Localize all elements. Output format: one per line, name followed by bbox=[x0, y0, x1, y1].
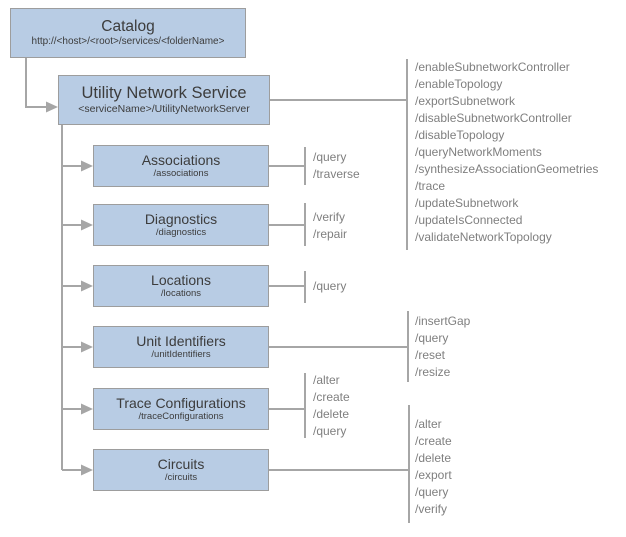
node-locations-title: Locations bbox=[151, 272, 211, 289]
arrowhead-circuits bbox=[81, 464, 93, 476]
op-item: /queryNetworkMoments bbox=[415, 145, 542, 159]
ops-list-unit-identifiers: /insertGap /query /reset /resize bbox=[415, 313, 470, 381]
op-item: /export bbox=[415, 468, 452, 482]
op-item: /updateSubnetwork bbox=[415, 196, 519, 210]
op-item: /enableTopology bbox=[415, 77, 503, 91]
op-item: /reset bbox=[415, 348, 446, 362]
op-item: /query bbox=[415, 331, 449, 345]
ops-list-locations: /query bbox=[313, 278, 346, 295]
node-catalog: Catalog http://<host>/<root>/services/<f… bbox=[10, 8, 246, 58]
op-item: /query bbox=[313, 150, 347, 164]
arrowhead-unit-identifiers bbox=[81, 341, 93, 353]
node-diagnostics-subtitle: /diagnostics bbox=[155, 227, 207, 239]
op-item: /verify bbox=[415, 502, 448, 516]
node-circuits: Circuits /circuits bbox=[93, 449, 269, 491]
op-item: /query bbox=[415, 485, 449, 499]
node-associations: Associations /associations bbox=[93, 145, 269, 187]
node-utility-network-service-title: Utility Network Service bbox=[81, 83, 247, 102]
node-unit-identifiers-title: Unit Identifiers bbox=[136, 333, 226, 350]
op-item: /disableSubnetworkController bbox=[415, 111, 572, 125]
node-associations-subtitle: /associations bbox=[153, 168, 209, 180]
node-unit-identifiers: Unit Identifiers /unitIdentifiers bbox=[93, 326, 269, 368]
arrowhead-diagnostics bbox=[81, 219, 93, 231]
op-item: /delete bbox=[313, 407, 350, 421]
connector-catalog-to-service bbox=[25, 58, 47, 108]
op-item: /disableTopology bbox=[415, 128, 505, 142]
node-circuits-subtitle: /circuits bbox=[164, 472, 198, 484]
arrowhead-associations bbox=[81, 160, 93, 172]
op-item: /enableSubnetworkController bbox=[415, 60, 570, 74]
node-unit-identifiers-subtitle: /unitIdentifiers bbox=[151, 349, 211, 361]
node-locations-subtitle: /locations bbox=[160, 288, 202, 300]
node-trace-configurations-title: Trace Configurations bbox=[116, 395, 246, 412]
op-item: /create bbox=[415, 434, 452, 448]
op-item: /alter bbox=[415, 417, 442, 431]
node-utility-network-service: Utility Network Service <serviceName>/Ut… bbox=[58, 75, 270, 125]
op-item: /create bbox=[313, 390, 350, 404]
op-item: /trace bbox=[415, 179, 446, 193]
op-item: /repair bbox=[313, 227, 348, 241]
op-item: /exportSubnetwork bbox=[415, 94, 516, 108]
op-item: /updateIsConnected bbox=[415, 213, 523, 227]
node-trace-configurations-subtitle: /traceConfigurations bbox=[138, 411, 224, 423]
arrowhead-service bbox=[46, 101, 58, 113]
node-utility-network-service-subtitle: <serviceName>/UtilityNetworkServer bbox=[78, 102, 250, 115]
ops-list-diagnostics: /verify /repair bbox=[313, 209, 347, 243]
op-item: /delete bbox=[415, 451, 452, 465]
op-item: /synthesizeAssociationGeometries bbox=[415, 162, 599, 176]
node-diagnostics-title: Diagnostics bbox=[144, 211, 218, 228]
arrowhead-trace-configurations bbox=[81, 403, 93, 415]
op-item: /alter bbox=[313, 373, 340, 387]
node-circuits-title: Circuits bbox=[157, 456, 205, 473]
ops-list-associations: /query /traverse bbox=[313, 149, 360, 183]
node-locations: Locations /locations bbox=[93, 265, 269, 307]
op-item: /insertGap bbox=[415, 314, 471, 328]
node-trace-configurations: Trace Configurations /traceConfiguration… bbox=[93, 388, 269, 430]
ops-list-trace-configurations: /alter /create /delete /query bbox=[313, 372, 350, 440]
node-catalog-subtitle: http://<host>/<root>/services/<folderNam… bbox=[31, 35, 225, 47]
op-item: /query bbox=[313, 279, 347, 293]
op-item: /validateNetworkTopology bbox=[415, 230, 552, 244]
op-item: /verify bbox=[313, 210, 346, 224]
arrowhead-locations bbox=[81, 280, 93, 292]
ops-list-utility-network-service: /enableSubnetworkController /enableTopol… bbox=[415, 59, 598, 246]
op-item: /traverse bbox=[313, 167, 360, 181]
op-item: /resize bbox=[415, 365, 451, 379]
op-item: /query bbox=[313, 424, 347, 438]
node-diagnostics: Diagnostics /diagnostics bbox=[93, 204, 269, 246]
ops-list-circuits: /alter /create /delete /export /query /v… bbox=[415, 416, 452, 518]
node-associations-title: Associations bbox=[141, 152, 221, 169]
node-catalog-title: Catalog bbox=[101, 17, 155, 35]
